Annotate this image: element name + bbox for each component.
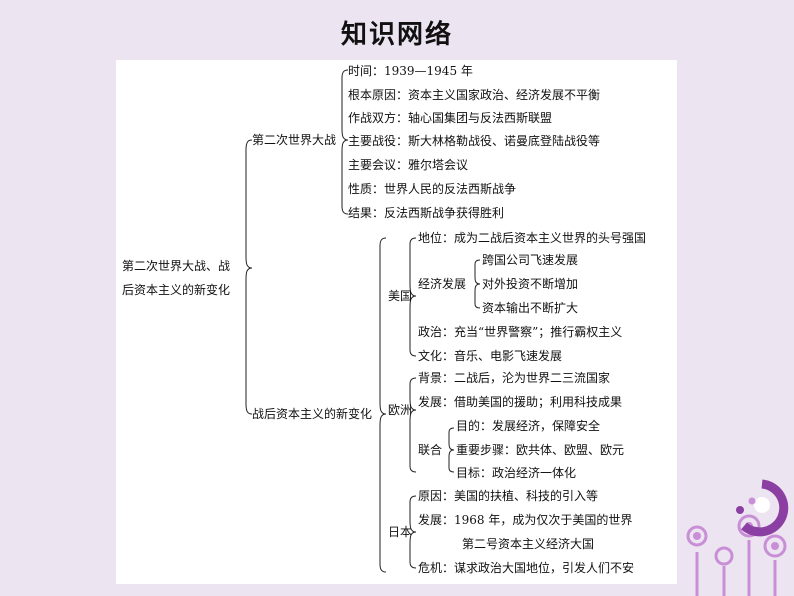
europe-background: 背景：二战后，沦为世界二三流国家 [418,371,611,385]
mind-map-card: 第二次世界大战、战 后资本主义的新变化 第二次世界大战 时间：1939—1945… [116,60,677,584]
root-line-2: 后资本主义的新变化 [122,283,231,297]
connector-lines [245,69,481,573]
ww2-item-sides: 作战双方：轴心国集团与反法西斯联盟 [348,111,553,125]
ww2-item-nature: 性质：世界人民的反法西斯战争 [348,182,517,196]
usa-culture: 文化：音乐、电影飞速发展 [418,349,563,363]
usa-status: 地位：成为二战后资本主义世界的头号强国 [418,231,647,245]
ww2-item-cause: 根本原因：资本主义国家政治、经济发展不平衡 [348,88,601,102]
europe-union-item-3: 目标：政治经济一体化 [456,466,577,480]
japan-development-line-1: 发展：1968 年，成为仅次于美国的世界 [418,513,633,527]
japan-reason: 原因：美国的扶植、科技的引入等 [418,489,599,503]
europe-union-item-1: 目的：发展经济，保障安全 [456,419,601,433]
usa-econ-node: 经济发展 [418,277,467,291]
ww2-item-conference: 主要会议：雅尔塔会议 [348,158,469,172]
usa-politics: 政治：充当“世界警察”；推行霸权主义 [418,325,623,339]
usa-econ-item-1: 跨国公司飞速发展 [482,253,579,267]
europe-development: 发展：借助美国的援助；利用科技成果 [418,395,623,409]
japan-node: 日本 [388,525,413,539]
japan-development-line-2: 第二号资本主义经济大国 [462,537,595,551]
europe-union-item-2: 重要步骤：欧共体、欧盟、欧元 [456,443,625,457]
postwar-node: 战后资本主义的新变化 [252,407,373,421]
ww2-item-battles: 主要战役：斯大林格勒战役、诺曼底登陆战役等 [348,134,601,148]
usa-node: 美国 [388,289,413,303]
usa-econ-item-3: 资本输出不断扩大 [482,301,579,315]
page-title: 知识网络 [340,20,453,50]
usa-econ-item-2: 对外投资不断增加 [482,277,579,291]
japan-crisis: 危机：谋求政治大国地位，引发人们不安 [418,561,635,575]
ww2-item-result: 结果：反法西斯战争获得胜利 [348,206,505,220]
ww2-node: 第二次世界大战 [252,133,337,147]
europe-union-node: 联合 [418,443,443,457]
europe-node: 欧洲 [388,403,413,417]
root-line-1: 第二次世界大战、战 [122,259,231,273]
ww2-item-time: 时间：1939—1945 年 [348,64,473,78]
